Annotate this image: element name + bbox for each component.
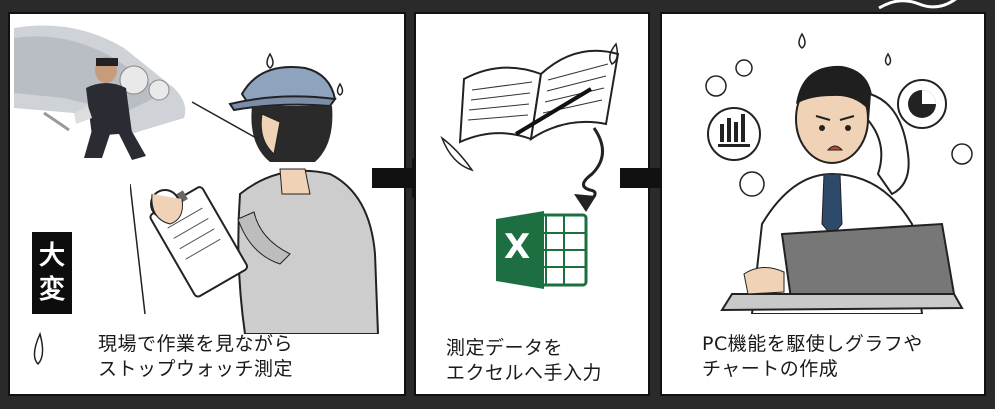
bar-chart-icon (707, 107, 761, 161)
excel-icon-letter: X (504, 227, 531, 267)
sweat-drop-icon (33, 332, 44, 366)
panel1-caption-line1: 現場で作業を見ながら (98, 333, 294, 355)
decorative-corner-mark (878, 0, 957, 10)
panel-field-measurement: 大 変 現場で作業を見ながら ストップウォッチ測定 (8, 12, 406, 396)
panel1-caption-line2: ストップウォッチ測定 (98, 358, 294, 380)
hardship-badge-char2: 変 (38, 275, 65, 305)
stressed-office-worker-illustration (705, 32, 973, 314)
hardship-badge-char1: 大 (38, 241, 65, 271)
hardship-badge: 大 変 (32, 232, 72, 314)
panel2-caption-line1: 測定データを (446, 337, 564, 359)
pie-chart-icon (897, 79, 947, 129)
panel3-caption: PC機能を駆使しグラフや チャートの作成 (702, 332, 923, 382)
panel-chart-creation: PC機能を駆使しグラフや チャートの作成 (660, 12, 986, 396)
panel3-caption-line1: PC機能を駆使しグラフや (702, 333, 923, 355)
excel-icon: X (494, 209, 590, 291)
panel3-caption-line2: チャートの作成 (702, 358, 839, 380)
panel1-caption: 現場で作業を見ながら ストップウォッチ測定 (98, 332, 293, 382)
field-worker-photo (14, 18, 194, 168)
curved-arrow-down-icon (574, 127, 604, 212)
sweat-drop-icon (440, 135, 474, 172)
panel-manual-entry: X 測定データを エクセルへ手入力 (414, 12, 650, 396)
sweat-drop-icon (609, 42, 619, 65)
book-icon (458, 49, 620, 144)
panel2-caption: 測定データを エクセルへ手入力 (446, 336, 602, 386)
worker-with-clipboard-illustration (130, 52, 380, 334)
panel2-caption-line2: エクセルへ手入力 (446, 362, 603, 384)
